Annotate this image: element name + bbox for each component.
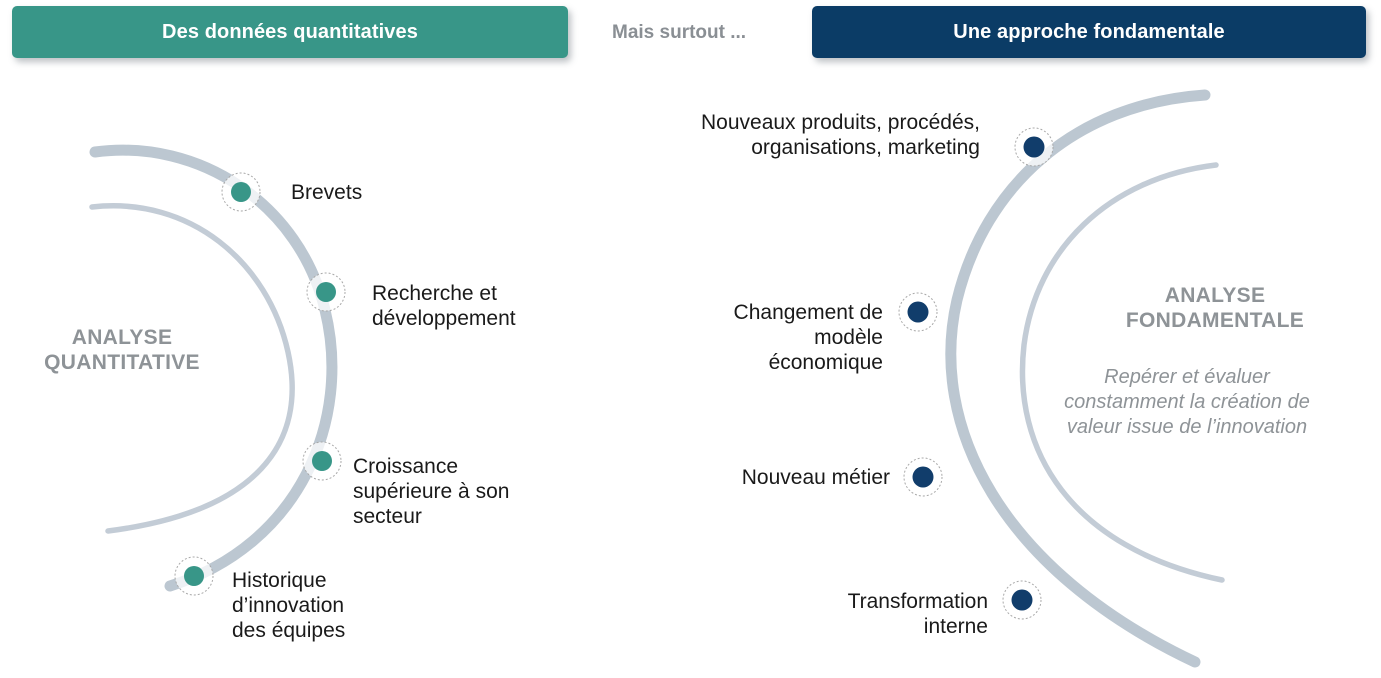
right-marker-4[interactable] (1002, 580, 1042, 620)
left-marker-4[interactable] (174, 556, 214, 596)
left-marker-1[interactable] (221, 172, 261, 212)
left-inner-arc (89, 203, 295, 534)
header-button-fundamental[interactable]: Une approche fondamentale (812, 6, 1366, 58)
right-outer-arc (945, 89, 1211, 668)
header-button-fundamental-label: Une approche fondamentale (953, 20, 1225, 43)
right-inner-arc (1019, 162, 1225, 583)
right-node-label-2: Changement de modèle économique (733, 301, 883, 374)
left-node-label-4: Historique d’innovation des équipes (232, 569, 346, 642)
right-node-label-3: Nouveau métier (741, 466, 890, 489)
left-node-label-3: Croissance supérieure à son secteur (353, 455, 510, 528)
right-marker-2[interactable] (898, 292, 938, 332)
right-node-label-1: Nouveaux produits, procédés, organisatio… (701, 111, 980, 159)
header-button-quantitative[interactable]: Des données quantitatives (12, 6, 568, 58)
right-marker-3[interactable] (903, 457, 943, 497)
right-center-subtitle: Repérer et évaluer constamment la créati… (1064, 366, 1310, 438)
left-node-label-1: Brevets (291, 181, 363, 204)
left-marker-3[interactable] (302, 441, 342, 481)
right-center-title: ANALYSE FONDAMENTALE (1125, 284, 1305, 332)
header-middle-text: Mais surtout ... (612, 22, 747, 43)
left-node-label-2: Recherche et développement (372, 282, 516, 330)
left-center-title: ANALYSE QUANTITATIVE (44, 326, 200, 374)
right-marker-1[interactable] (1014, 127, 1054, 167)
left-marker-2[interactable] (306, 272, 346, 312)
right-node-label-4: Transformation interne (847, 590, 988, 638)
header-button-quantitative-label: Des données quantitatives (162, 20, 418, 43)
